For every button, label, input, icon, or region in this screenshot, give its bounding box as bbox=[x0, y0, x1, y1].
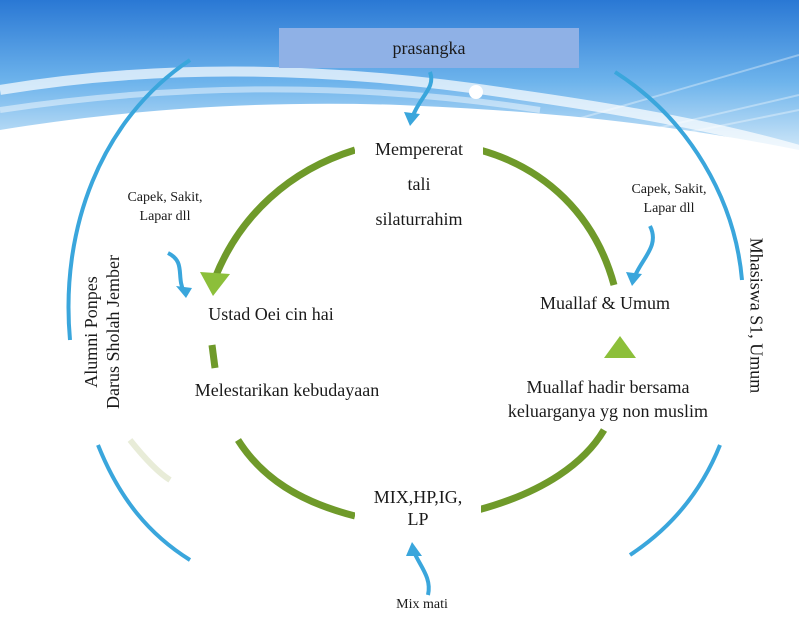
panel-left-lower bbox=[172, 372, 402, 434]
outer-blue-arc-right bbox=[613, 70, 744, 281]
center-top-line-3: silaturrahim bbox=[375, 209, 463, 229]
right-lower-label: Muallaf hadir bersama keluarganya yg non… bbox=[478, 375, 738, 423]
right-vertical-label: Mhasiswa S1, Umum bbox=[746, 237, 767, 394]
right-node-label: Muallaf & Umum bbox=[540, 293, 670, 313]
outer-blue-arc-left bbox=[66, 58, 192, 341]
bottom-center-line-2: LP bbox=[407, 509, 429, 529]
right-note: Capek, Sakit, Lapar dll bbox=[608, 180, 730, 218]
blue-arrow-top bbox=[410, 71, 434, 119]
left-note: Capek, Sakit, Lapar dll bbox=[105, 188, 225, 226]
left-vertical-label: Alumni Ponpes Darus Sholah Jember bbox=[80, 212, 124, 452]
blue-arrow-left bbox=[166, 251, 186, 293]
right-note-line-1: Capek, Sakit, bbox=[631, 182, 707, 197]
bottom-note-label: Mix mati bbox=[396, 597, 448, 612]
center-top-line-1: Mempererat bbox=[375, 139, 463, 159]
center-top-line-2: tali bbox=[407, 174, 431, 194]
left-vertical-line-2: Darus Sholah Jember bbox=[103, 255, 123, 409]
outer-blue-arc-left-bottom bbox=[96, 444, 192, 562]
blue-arrow-right bbox=[632, 225, 655, 279]
bottom-center-label: MIX,HP,IG, LP bbox=[355, 486, 481, 530]
bottom-center-line-1: MIX,HP,IG, bbox=[373, 487, 463, 507]
right-lower-line-1: Muallaf hadir bersama bbox=[526, 377, 690, 397]
left-note-line-2: Lapar dll bbox=[139, 209, 191, 224]
right-lower-line-2: keluarganya yg non muslim bbox=[507, 401, 709, 421]
top-box-label: prasangka bbox=[392, 37, 466, 58]
blue-arrow-bottom bbox=[412, 551, 431, 596]
green-arc-right bbox=[479, 146, 618, 286]
left-lower-label: Melestarikan kebudayaan bbox=[194, 380, 380, 400]
panel-center-top bbox=[355, 126, 483, 226]
panel-right-lower bbox=[478, 372, 738, 428]
top-box: prasangka bbox=[279, 28, 579, 68]
left-note-line-1: Capek, Sakit, bbox=[127, 190, 203, 205]
center-top-label: Mempererat tali silaturrahim bbox=[355, 132, 483, 237]
green-arrow-left bbox=[200, 272, 230, 296]
panel-bottom-center bbox=[355, 480, 481, 538]
green-arc-left bbox=[211, 146, 357, 280]
green-arc-bottom-left bbox=[235, 438, 356, 520]
green-arc-bottom-right bbox=[477, 428, 608, 514]
green-arrow-right bbox=[604, 336, 636, 358]
right-note-line-2: Lapar dll bbox=[643, 201, 695, 216]
left-vertical-line-1: Alumni Ponpes bbox=[81, 276, 101, 388]
outer-blue-arc-right-bottom bbox=[628, 444, 722, 557]
left-node-label: Ustad Oei cin hai bbox=[208, 304, 334, 324]
